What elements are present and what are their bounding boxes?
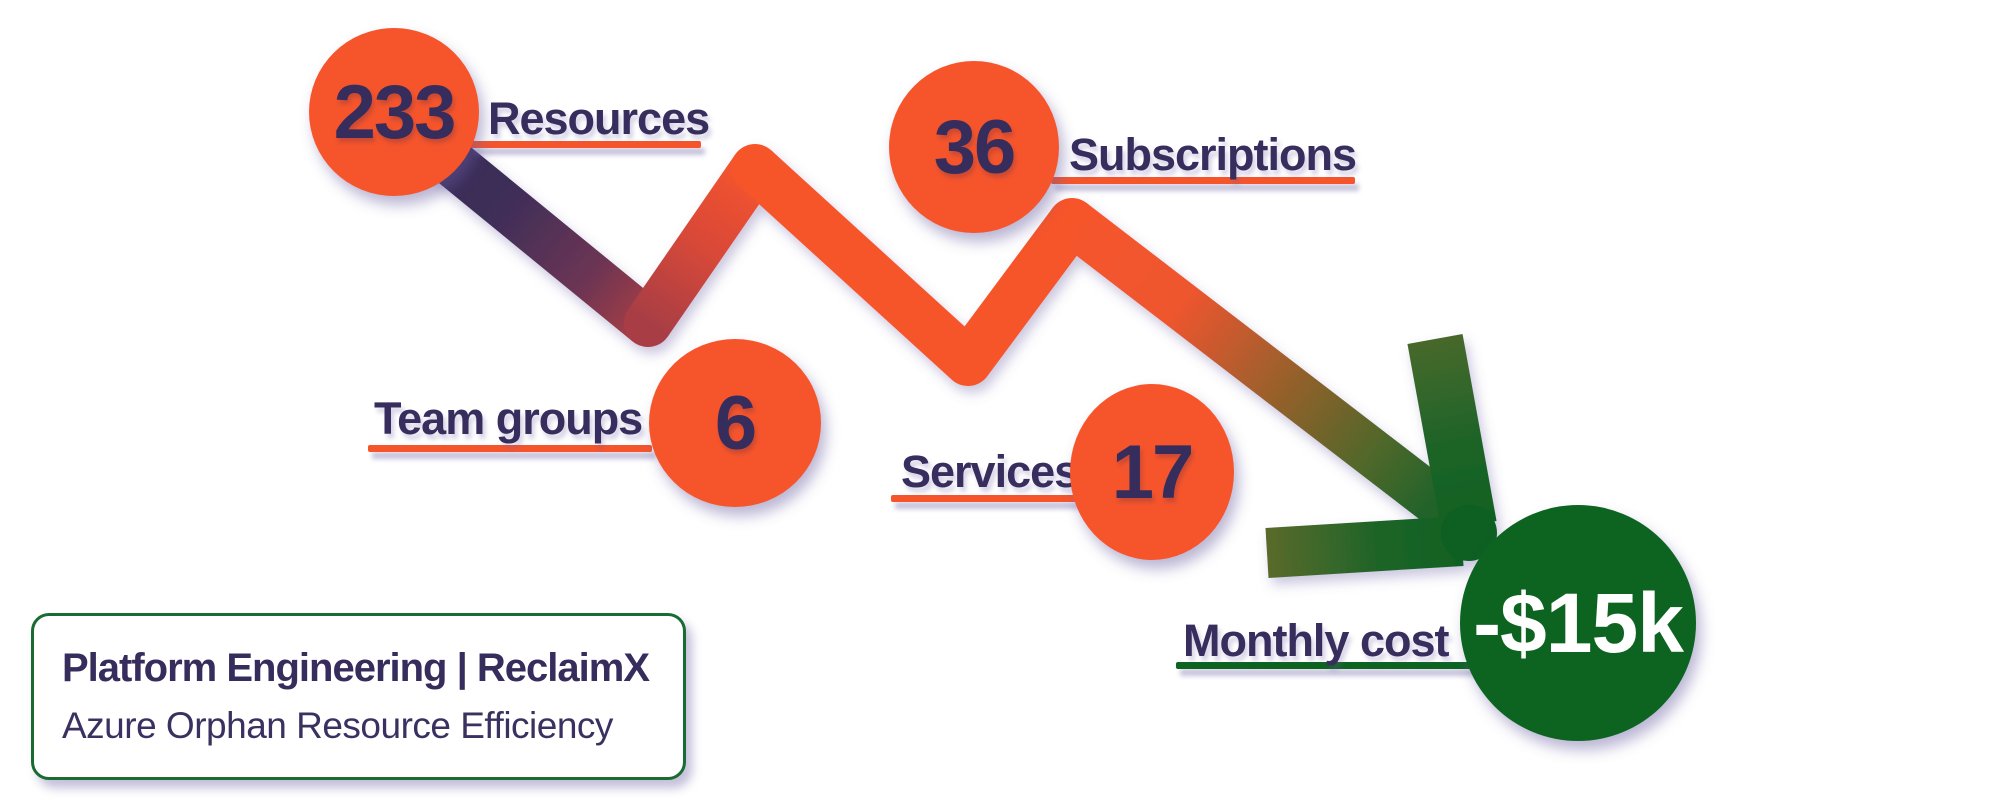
monthly-cost-underline [1176, 662, 1477, 669]
services-circle: 17 [1070, 384, 1234, 560]
footer-card-subtitle: Azure Orphan Resource Efficiency [62, 705, 613, 746]
services-value: 17 [1111, 429, 1195, 515]
subscriptions-value: 36 [933, 104, 1017, 190]
services-underline [891, 495, 1079, 502]
resources-label: Resources [488, 93, 710, 144]
team-groups-underline [368, 445, 652, 452]
team-groups-label: Team groups [374, 393, 643, 444]
team-groups-circle: 6 [649, 339, 821, 507]
team-groups-value: 6 [714, 380, 757, 466]
resources-value: 233 [333, 69, 457, 155]
resources-circle: 233 [309, 28, 479, 196]
subscriptions-circle: 36 [889, 61, 1059, 233]
subscriptions-label: Subscriptions [1069, 129, 1357, 180]
services-label: Services [901, 446, 1079, 497]
monthly-cost-value: -$15k [1473, 575, 1684, 670]
subscriptions-underline [1051, 177, 1355, 184]
monthly-cost-label: Monthly cost [1183, 615, 1449, 666]
footer-card: Platform Engineering | ReclaimX Azure Or… [31, 613, 686, 780]
resources-underline [470, 141, 701, 148]
monthly-cost-circle: -$15k [1460, 505, 1696, 741]
footer-card-title: Platform Engineering | ReclaimX [62, 646, 650, 690]
